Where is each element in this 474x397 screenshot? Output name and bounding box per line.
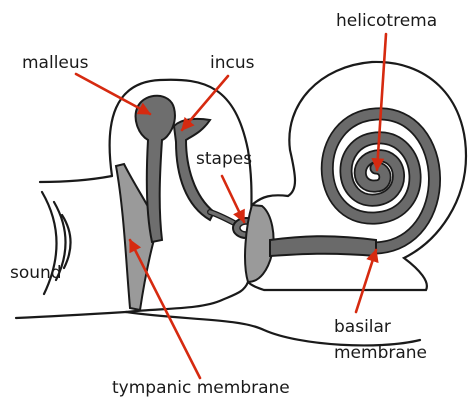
label-stapes: stapes [196,149,252,169]
cochlea-spiral-fill [327,114,434,248]
label-basilar: basilar [334,317,391,337]
label-helicotrema: helicotrema [336,11,437,31]
label-tympanic-membrane: tympanic membrane [112,378,290,397]
malleus-arrow [76,74,150,114]
stapes-arrow [222,176,244,222]
label-membrane: membrane [334,343,427,363]
label-incus: incus [210,53,255,73]
label-malleus: malleus [22,53,89,73]
incus-bone [174,119,214,220]
label-sound: sound [10,263,62,283]
basilar-membrane-shape [270,236,376,256]
basilar-arrow [356,250,376,312]
